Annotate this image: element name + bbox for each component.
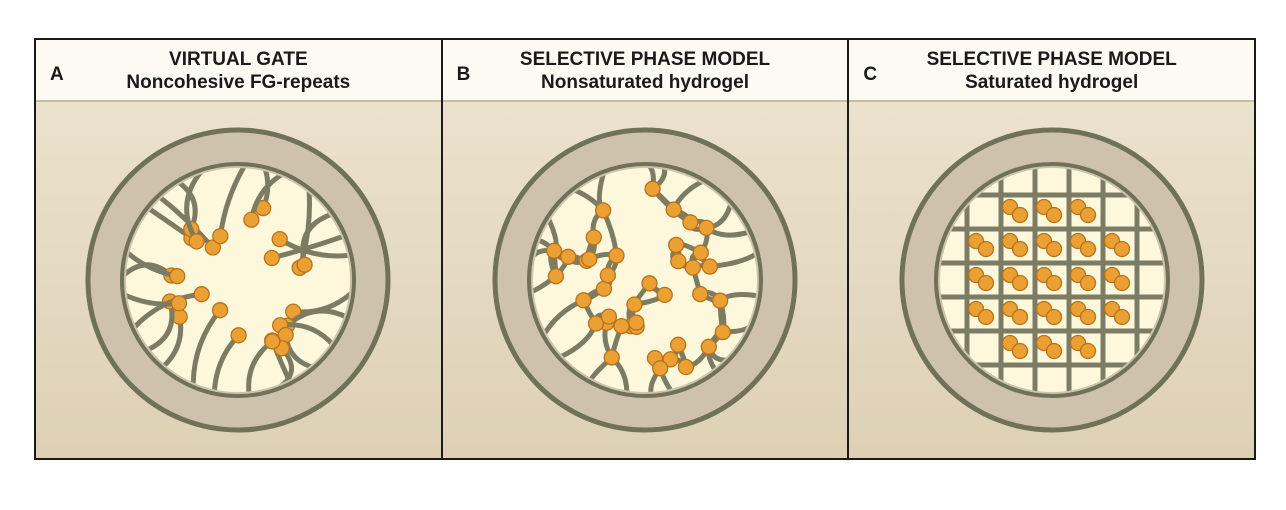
panel-header: B SELECTIVE PHASE MODEL Nonsaturated hyd…	[443, 40, 848, 102]
fg-repeat-bead	[576, 293, 591, 308]
fg-repeat-bead	[244, 212, 259, 227]
fg-repeat-bead	[1080, 310, 1095, 325]
fg-repeat-bead	[1080, 208, 1095, 223]
pore-channel	[126, 168, 350, 392]
fg-repeat-bead	[582, 252, 597, 267]
fg-repeat-bead	[683, 215, 698, 230]
fg-repeat-bead	[715, 325, 730, 340]
fg-repeat-bead	[265, 251, 280, 266]
fg-repeat-bead	[213, 303, 228, 318]
fg-repeat-bead	[195, 287, 210, 302]
fg-repeat-bead	[653, 361, 668, 376]
fg-repeat-bead	[1114, 276, 1129, 291]
panel-body	[36, 102, 441, 458]
pore-diagram	[896, 124, 1208, 436]
fg-repeat-bead	[671, 254, 686, 269]
panel-title-block: VIRTUAL GATE Noncohesive FG-repeats	[36, 48, 441, 94]
fg-repeat-bead	[172, 296, 187, 311]
panel-b: B SELECTIVE PHASE MODEL Nonsaturated hyd…	[441, 40, 848, 458]
fg-repeat-bead	[693, 245, 708, 260]
fg-repeat-bead	[1046, 242, 1061, 257]
fg-repeat-bead	[1012, 276, 1027, 291]
fg-repeat-bead	[1012, 208, 1027, 223]
fg-repeat-bead	[189, 234, 204, 249]
panel-title: SELECTIVE PHASE MODEL	[849, 48, 1254, 71]
fg-repeat-bead	[1012, 344, 1027, 359]
panel-a: A VIRTUAL GATE Noncohesive FG-repeats	[36, 40, 441, 458]
panel-header: C SELECTIVE PHASE MODEL Saturated hydrog…	[849, 40, 1254, 102]
fg-repeat-bead	[978, 276, 993, 291]
fg-repeat-bead	[1080, 276, 1095, 291]
fg-repeat-bead	[561, 249, 576, 264]
fg-repeat-bead	[596, 203, 611, 218]
fg-repeat-bead	[548, 269, 563, 284]
panel-body	[849, 102, 1254, 458]
fg-repeat-bead	[614, 319, 629, 334]
panel-subtitle: Nonsaturated hydrogel	[443, 71, 848, 94]
fg-repeat-bead	[609, 248, 624, 263]
fg-repeat-bead	[547, 243, 562, 258]
pore-diagram	[489, 124, 801, 436]
fg-repeat-bead	[1046, 344, 1061, 359]
fg-repeat-bead	[297, 257, 312, 272]
fg-repeat-bead	[701, 339, 716, 354]
fg-repeat-bead	[601, 309, 616, 324]
fg-repeat-bead	[170, 269, 185, 284]
fg-repeat-bead	[978, 242, 993, 257]
fg-repeat-bead	[596, 281, 611, 296]
fg-repeat-bead	[1080, 242, 1095, 257]
fg-repeat-bead	[978, 310, 993, 325]
fg-repeat-bead	[1114, 242, 1129, 257]
fg-repeat-bead	[678, 359, 693, 374]
pore-diagram	[82, 124, 394, 436]
fg-repeat-bead	[671, 337, 686, 352]
fg-repeat-bead	[600, 268, 615, 283]
fg-repeat-bead	[629, 315, 644, 330]
panel-subtitle: Noncohesive FG-repeats	[36, 71, 441, 94]
fg-repeat-bead	[642, 276, 657, 291]
fg-repeat-bead	[273, 232, 288, 247]
fg-repeat-bead	[699, 220, 714, 235]
fg-repeat-bead	[1046, 276, 1061, 291]
panel-title-block: SELECTIVE PHASE MODEL Nonsaturated hydro…	[443, 48, 848, 94]
panel-subtitle: Saturated hydrogel	[849, 71, 1254, 94]
panel-body	[443, 102, 848, 458]
fg-repeat-bead	[586, 230, 601, 245]
fg-repeat-bead	[1080, 344, 1095, 359]
fg-repeat-bead	[657, 287, 672, 302]
panel-header: A VIRTUAL GATE Noncohesive FG-repeats	[36, 40, 441, 102]
panel-c: C SELECTIVE PHASE MODEL Saturated hydrog…	[847, 40, 1254, 458]
panel-title: SELECTIVE PHASE MODEL	[443, 48, 848, 71]
fg-repeat-bead	[604, 350, 619, 365]
fg-repeat-bead	[627, 297, 642, 312]
fg-repeat-bead	[713, 293, 728, 308]
fg-repeat-bead	[693, 287, 708, 302]
fg-repeat-bead	[1114, 310, 1129, 325]
fg-repeat-bead	[645, 181, 660, 196]
fg-repeat-bead	[702, 259, 717, 274]
panel-title-block: SELECTIVE PHASE MODEL Saturated hydrogel	[849, 48, 1254, 94]
fg-repeat-bead	[669, 237, 684, 252]
panel-title: VIRTUAL GATE	[36, 48, 441, 71]
figure: A VIRTUAL GATE Noncohesive FG-repeats B …	[34, 38, 1256, 460]
fg-repeat-bead	[231, 328, 246, 343]
fg-repeat-bead	[1012, 310, 1027, 325]
fg-repeat-bead	[1012, 242, 1027, 257]
fg-repeat-bead	[1046, 310, 1061, 325]
fg-repeat-bead	[1046, 208, 1061, 223]
fg-repeat-bead	[265, 334, 280, 349]
fg-repeat-bead	[213, 229, 228, 244]
fg-repeat-bead	[685, 260, 700, 275]
fg-repeat-bead	[666, 202, 681, 217]
